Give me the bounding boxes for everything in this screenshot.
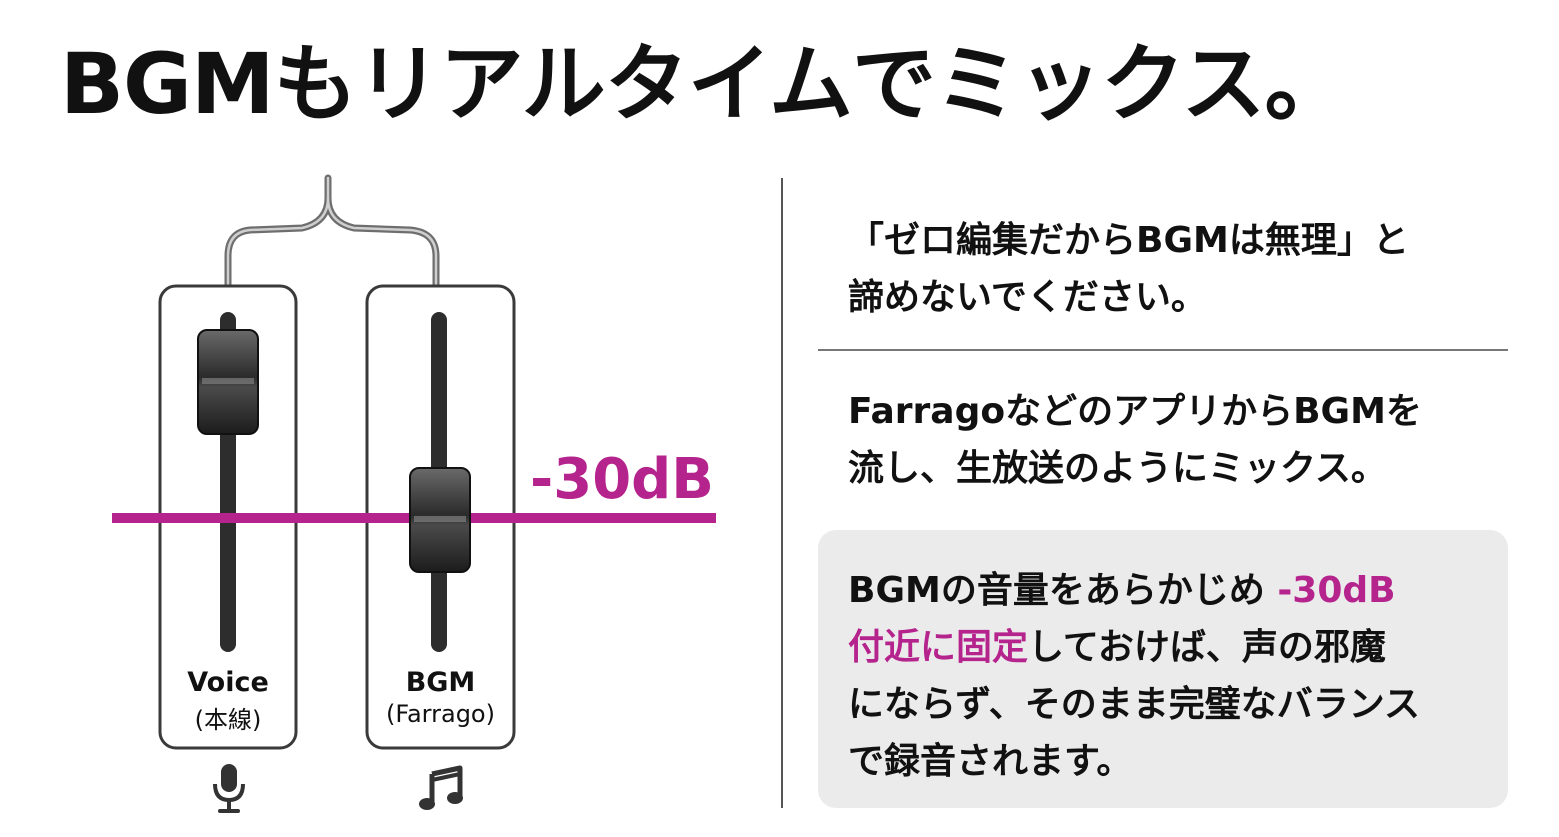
tip-line-2: 付近に固定しておけば、声の邪魔 [848, 627, 1386, 668]
intro-line-1: 「ゼロ編集だからBGMは無理」と [848, 220, 1409, 261]
tip-box [818, 530, 1508, 808]
input-cable [224, 174, 332, 294]
tip-text: BGMの音量をあらかじめ -30dB 付近に固定しておけば、声の邪魔 にならず、… [848, 562, 1420, 790]
vertical-divider [781, 178, 783, 808]
page-title: BGMもリアルタイムでミックス。 [60, 35, 1349, 133]
voice-strip-label: Voice (本線) [160, 667, 296, 735]
music-note-icon [419, 765, 463, 810]
method-text: FarragoなどのアプリからBGMを 流し、生放送のようにミックス。 [848, 383, 1422, 497]
method-line-2: 流し、生放送のようにミックス。 [848, 448, 1387, 489]
microphone-icon [213, 764, 245, 813]
tip-line-1: BGMの音量をあらかじめ -30dB [848, 570, 1396, 611]
intro-line-2: 諦めないでください。 [848, 277, 1207, 318]
bgm-sublabel: (Farrago) [386, 700, 495, 728]
input-cable-branch [324, 194, 440, 294]
voice-fader-knob [197, 329, 259, 435]
tip-accent-fixed: 付近に固定 [848, 627, 1029, 668]
mixer-diagram [112, 174, 716, 750]
bgm-fader-knob [409, 467, 471, 573]
voice-label: Voice [187, 667, 269, 698]
bgm-strip-label: BGM (Farrago) [367, 667, 514, 728]
level-label: -30dB [530, 447, 714, 512]
tip-line-3: にならず、そのまま完璧なバランス [848, 684, 1421, 725]
bgm-label: BGM [405, 667, 476, 698]
method-line-1: FarragoなどのアプリからBGMを [848, 391, 1422, 432]
horizontal-divider [818, 349, 1508, 351]
voice-sublabel: (本線) [194, 706, 262, 734]
tip-accent-db: -30dB [1277, 570, 1396, 611]
intro-text: 「ゼロ編集だからBGMは無理」と 諦めないでください。 [848, 212, 1409, 326]
tip-line-4: で録音されます。 [848, 741, 1133, 782]
